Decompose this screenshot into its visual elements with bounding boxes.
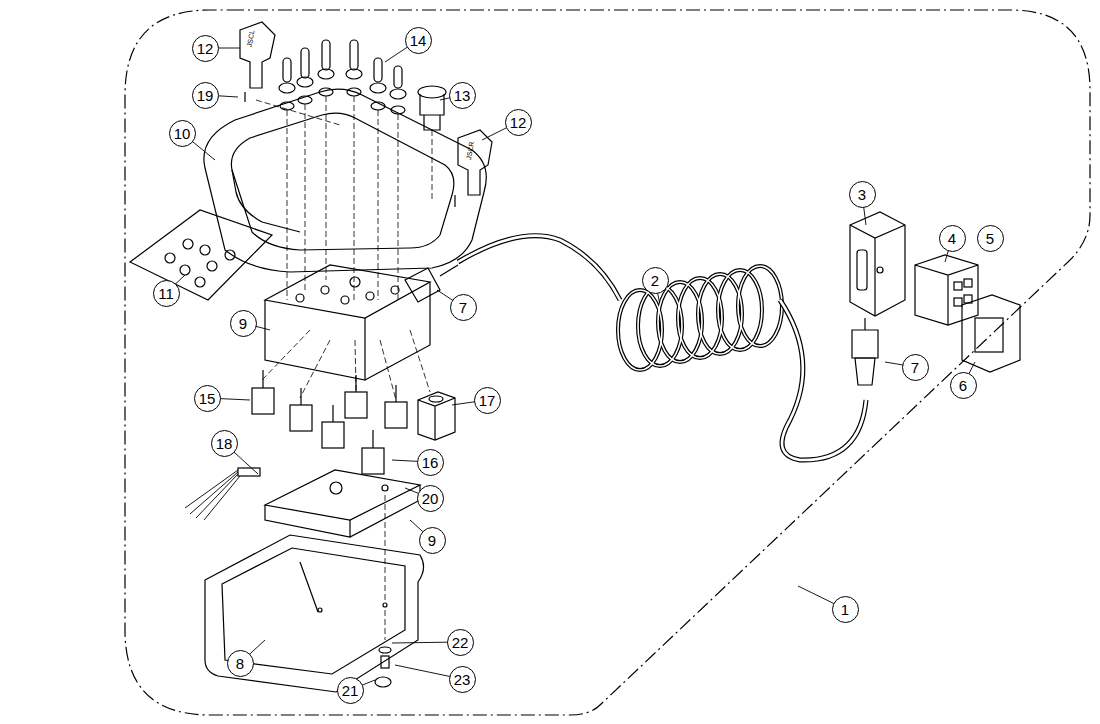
callout-number: 12	[192, 35, 219, 62]
callout-number: 8	[227, 650, 254, 677]
callout-number: 17	[474, 387, 501, 414]
callout-number: 14	[405, 27, 432, 54]
callout-number: 16	[417, 449, 444, 476]
callout-number: 18	[211, 430, 238, 457]
callout-number: 9	[419, 527, 446, 554]
callout-number: 11	[153, 280, 180, 307]
callout-number: 1	[832, 596, 859, 623]
callout-number: 10	[169, 120, 196, 147]
callout-number: 5	[977, 225, 1004, 252]
callout-number: 3	[849, 181, 876, 208]
callout-number: 6	[950, 372, 977, 399]
part-marking: JSCL	[246, 29, 256, 47]
callout-number: 13	[449, 82, 476, 109]
callout-number: 7	[450, 294, 477, 321]
callout-number: 23	[449, 666, 476, 693]
callout-number: 20	[417, 485, 444, 512]
callout-number: 2	[642, 267, 669, 294]
callout-number: 19	[192, 82, 219, 109]
callout-number: 12	[505, 109, 532, 136]
callout-number: 15	[194, 385, 221, 412]
callout-number: 7	[902, 354, 929, 381]
part-marking: JSCR	[465, 140, 475, 159]
callout-number: 21	[337, 677, 364, 704]
callout-number: 9	[230, 310, 257, 337]
callout-number: 22	[447, 629, 474, 656]
callout-number: 4	[939, 225, 966, 252]
